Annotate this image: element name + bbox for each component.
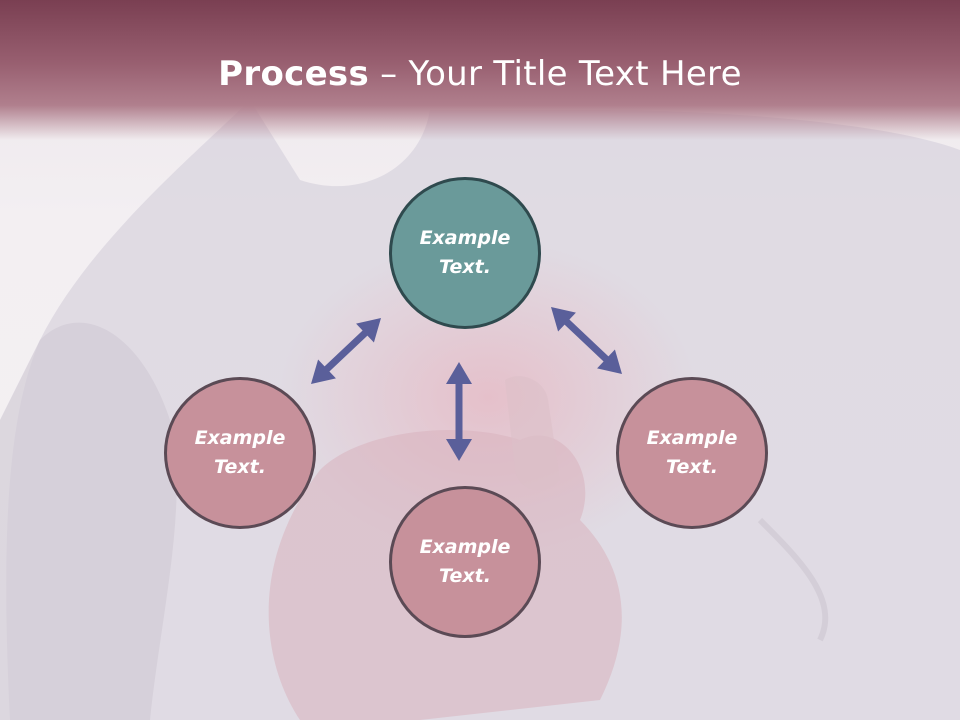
process-node-left[interactable]: Example Text.: [164, 377, 316, 529]
node-bottom-label: Example Text.: [419, 536, 511, 587]
title-bold-part: Process: [218, 54, 370, 94]
node-left-label: Example Text.: [194, 427, 286, 478]
process-node-right[interactable]: Example Text.: [616, 377, 768, 529]
slide-title: Process – Your Title Text Here: [0, 52, 960, 96]
title-bar: [0, 0, 960, 140]
process-node-top[interactable]: Example Text.: [389, 177, 541, 329]
process-node-bottom[interactable]: Example Text.: [389, 486, 541, 638]
node-top-label: Example Text.: [419, 227, 511, 278]
node-right-label: Example Text.: [646, 427, 738, 478]
title-rest-part: – Your Title Text Here: [369, 54, 742, 94]
